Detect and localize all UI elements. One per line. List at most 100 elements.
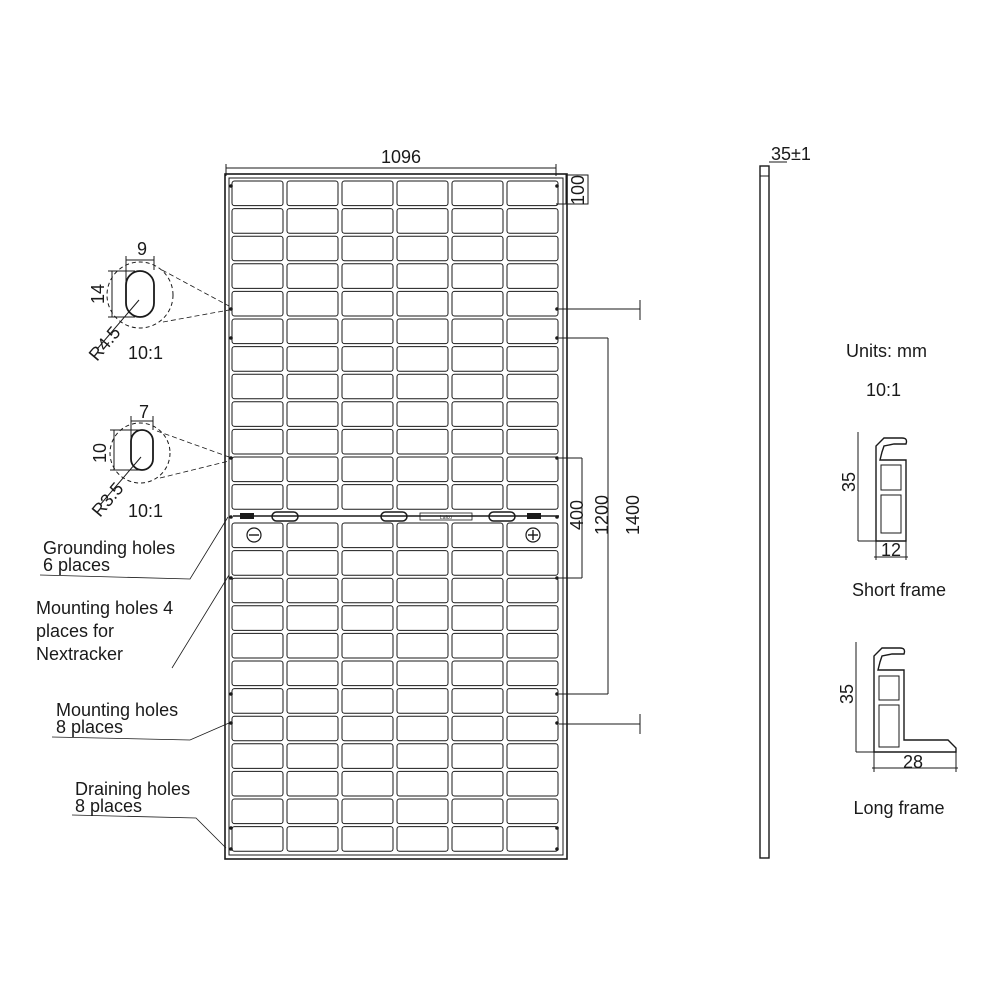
solar-cell (396, 180, 449, 207)
long-frame-profile: 35 28 Long frame (837, 642, 958, 818)
solar-cell (451, 346, 504, 372)
solar-cell (286, 428, 339, 455)
frame-hole (555, 721, 559, 725)
solar-cell (231, 373, 284, 400)
spacing-1400-label: 1400 (623, 495, 643, 535)
width-dimension: 1096 (225, 147, 557, 176)
solar-cell (341, 373, 394, 400)
solar-cell (396, 826, 449, 852)
solar-cell (231, 290, 284, 317)
solar-cell (341, 715, 394, 742)
solar-cell (286, 743, 339, 769)
solar-cell (506, 660, 559, 687)
frame-hole (229, 184, 233, 188)
solar-cell (231, 826, 284, 852)
solar-cell (286, 688, 339, 714)
solar-cell (396, 318, 449, 345)
solar-cell (286, 522, 339, 549)
frame-hole (555, 336, 559, 340)
solar-cell (451, 798, 504, 825)
callout-grounding-holes: Grounding holes 6 places (39, 516, 229, 580)
frame-hole (229, 826, 233, 830)
solar-cell (341, 826, 394, 852)
solar-cell (506, 770, 559, 797)
draining-line-1: Draining holes (75, 779, 190, 799)
solar-cell (451, 373, 504, 400)
solar-cell (506, 798, 559, 825)
frame-edge-dimension: 100 (556, 174, 589, 205)
solar-cell (451, 456, 504, 483)
solar-cell (396, 235, 449, 262)
solar-cell (396, 632, 449, 659)
solar-cell (396, 428, 449, 455)
solar-cell (341, 346, 394, 372)
solar-cell (286, 550, 339, 576)
nextracker-line-3: Nextracker (36, 644, 123, 664)
callout-nextracker-holes: Mounting holes 4 places for Nextracker (36, 574, 230, 669)
solar-cell (231, 715, 284, 742)
short-frame-profile: 35 12 Short frame (839, 432, 946, 600)
long-frame-height: 35 (837, 684, 857, 704)
hole-spacing-dimensions: 400 1200 1400 (559, 300, 643, 734)
solar-cell (341, 401, 394, 427)
solar-cell (506, 456, 559, 483)
solar-cell (341, 660, 394, 687)
solar-cell (506, 522, 559, 549)
solar-cell (506, 743, 559, 769)
solar-cell (451, 826, 504, 852)
long-frame-width: 28 (903, 752, 923, 772)
slot-scale-label: 10:1 (128, 343, 163, 363)
frame-hole (229, 721, 233, 725)
solar-cell (396, 263, 449, 289)
solar-cell (231, 660, 284, 687)
solar-cell (286, 826, 339, 852)
solar-cell (286, 318, 339, 345)
solar-cell (506, 632, 559, 659)
spacing-1200-label: 1200 (592, 495, 612, 535)
solar-cell (506, 290, 559, 317)
solar-cell (286, 605, 339, 631)
slot-radius-label: R4.5 (85, 323, 125, 365)
solar-cell (341, 428, 394, 455)
solar-cell (286, 373, 339, 400)
solar-cell (506, 401, 559, 427)
solar-cell (231, 484, 284, 510)
solar-cell (341, 550, 394, 576)
junction-label: Laico (440, 515, 452, 521)
solar-cell (396, 798, 449, 825)
solar-cell (286, 660, 339, 687)
solar-cell (451, 484, 504, 510)
solar-cell (286, 770, 339, 797)
solar-cell (286, 180, 339, 207)
solar-cell (506, 180, 559, 207)
solar-cell (341, 263, 394, 289)
frame-hole (555, 576, 559, 580)
mounting-line-1: Mounting holes (56, 700, 178, 720)
short-frame-height: 35 (839, 472, 859, 492)
spacing-400-label: 400 (567, 500, 587, 530)
solar-cell (451, 401, 504, 427)
solar-cell (231, 550, 284, 576)
long-frame-label: Long frame (853, 798, 944, 818)
junction-label-box (419, 512, 473, 521)
solar-cell (341, 632, 394, 659)
solar-cell (341, 743, 394, 769)
solar-cell (286, 715, 339, 742)
solar-cell (451, 428, 504, 455)
solar-cell (231, 318, 284, 345)
frame-hole (555, 456, 559, 460)
solar-cell (231, 605, 284, 631)
solar-cell (231, 798, 284, 825)
slot-width-label: 9 (137, 239, 147, 259)
ground-width-label: 7 (139, 402, 149, 422)
solar-cell (396, 208, 449, 234)
solar-cell (506, 688, 559, 714)
solar-cell (341, 798, 394, 825)
solar-cell (396, 550, 449, 576)
callout-draining-holes: Draining holes 8 places (71, 779, 227, 849)
solar-cell (396, 605, 449, 631)
side-profile (759, 165, 770, 859)
solar-cell (451, 522, 504, 549)
solar-cell (231, 180, 284, 207)
